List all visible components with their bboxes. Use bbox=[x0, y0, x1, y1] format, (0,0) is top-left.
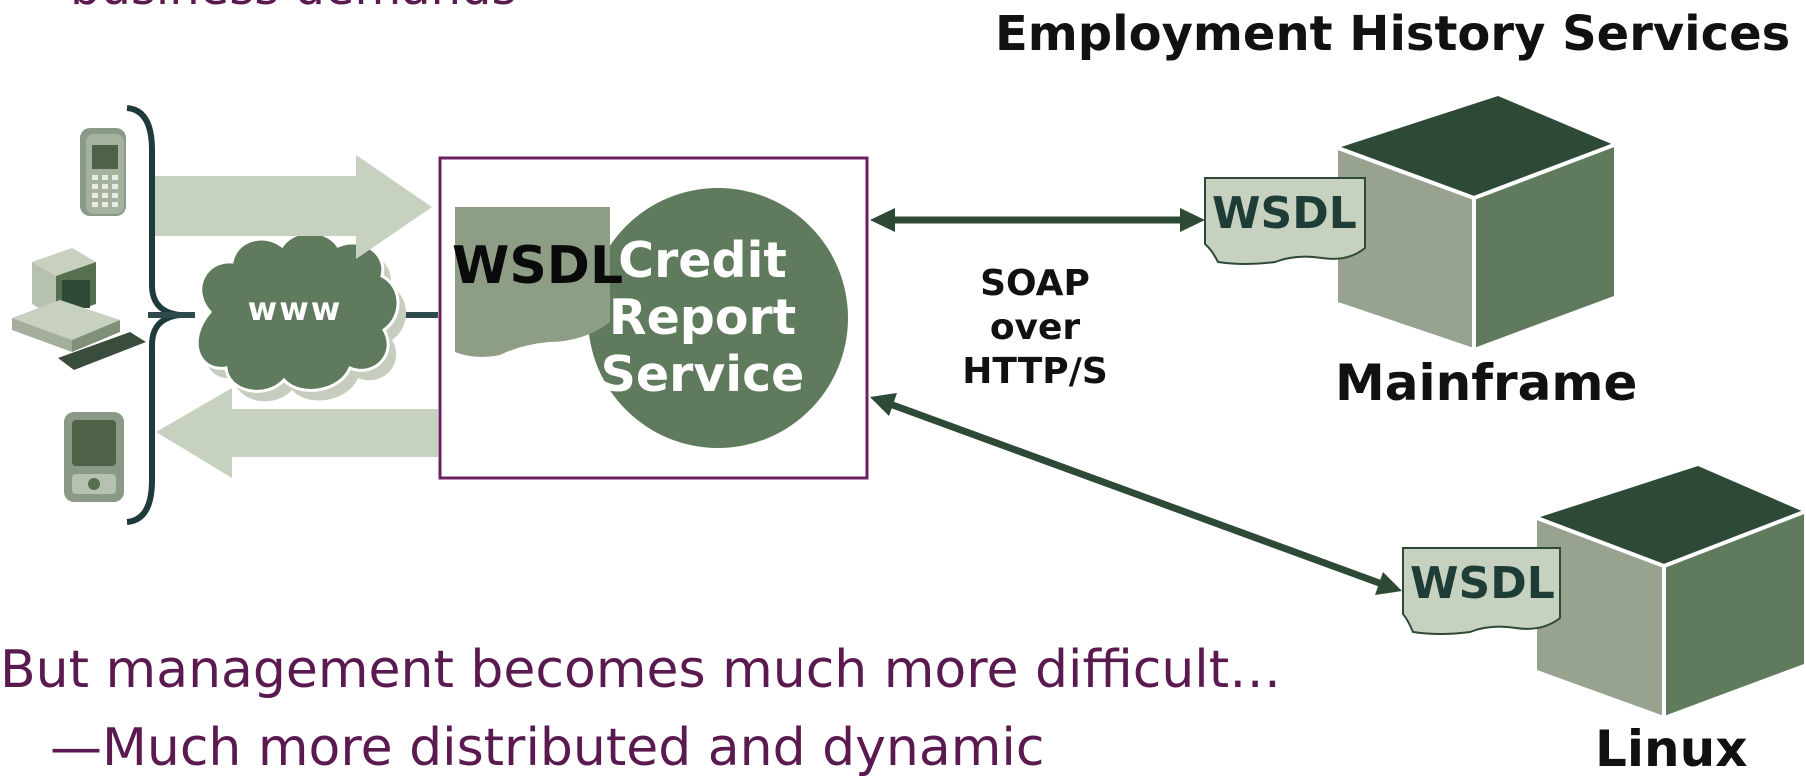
linux-label: Linux bbox=[1595, 720, 1748, 778]
service-line: Credit bbox=[618, 232, 787, 289]
protocol-line: SOAP bbox=[980, 263, 1090, 304]
mobile-phone-icon bbox=[80, 128, 126, 216]
service-circle bbox=[588, 188, 848, 448]
wsdl-document-main bbox=[455, 207, 610, 357]
response-arrow bbox=[156, 388, 438, 478]
wsdl-label-mainframe: WSDL bbox=[1212, 188, 1357, 239]
bullet-main: But management becomes much more difficu… bbox=[0, 640, 1282, 700]
pda-icon bbox=[64, 412, 124, 502]
wsdl-label-linux: WSDL bbox=[1410, 558, 1555, 609]
services-title: Employment History Services bbox=[995, 6, 1791, 62]
wsdl-document-mainframe bbox=[1204, 177, 1366, 265]
protocol-line: over bbox=[989, 307, 1081, 348]
service-label: Credit Report Service bbox=[595, 232, 810, 403]
service-line: Report bbox=[608, 289, 797, 346]
soap-arrow-linux bbox=[870, 393, 1402, 595]
wsdl-document-linux bbox=[1402, 547, 1561, 635]
soap-arrow-mainframe bbox=[870, 208, 1205, 232]
mainframe-label: Mainframe bbox=[1335, 354, 1638, 412]
wsdl-label-main: WSDL bbox=[452, 236, 624, 296]
service-line: Service bbox=[600, 346, 805, 403]
desktop-computer-icon bbox=[12, 248, 146, 370]
cloud-label: www bbox=[247, 290, 343, 328]
request-arrow bbox=[155, 155, 432, 259]
protocol-label: SOAP over HTTP/S bbox=[935, 262, 1135, 394]
linux-cube bbox=[1536, 466, 1805, 716]
cut-off-text: business demands bbox=[70, 0, 517, 16]
www-cloud bbox=[195, 231, 400, 393]
protocol-line: HTTP/S bbox=[962, 351, 1108, 392]
bullet-sub: —Much more distributed and dynamic bbox=[50, 718, 1045, 778]
mainframe-cube bbox=[1337, 96, 1615, 348]
